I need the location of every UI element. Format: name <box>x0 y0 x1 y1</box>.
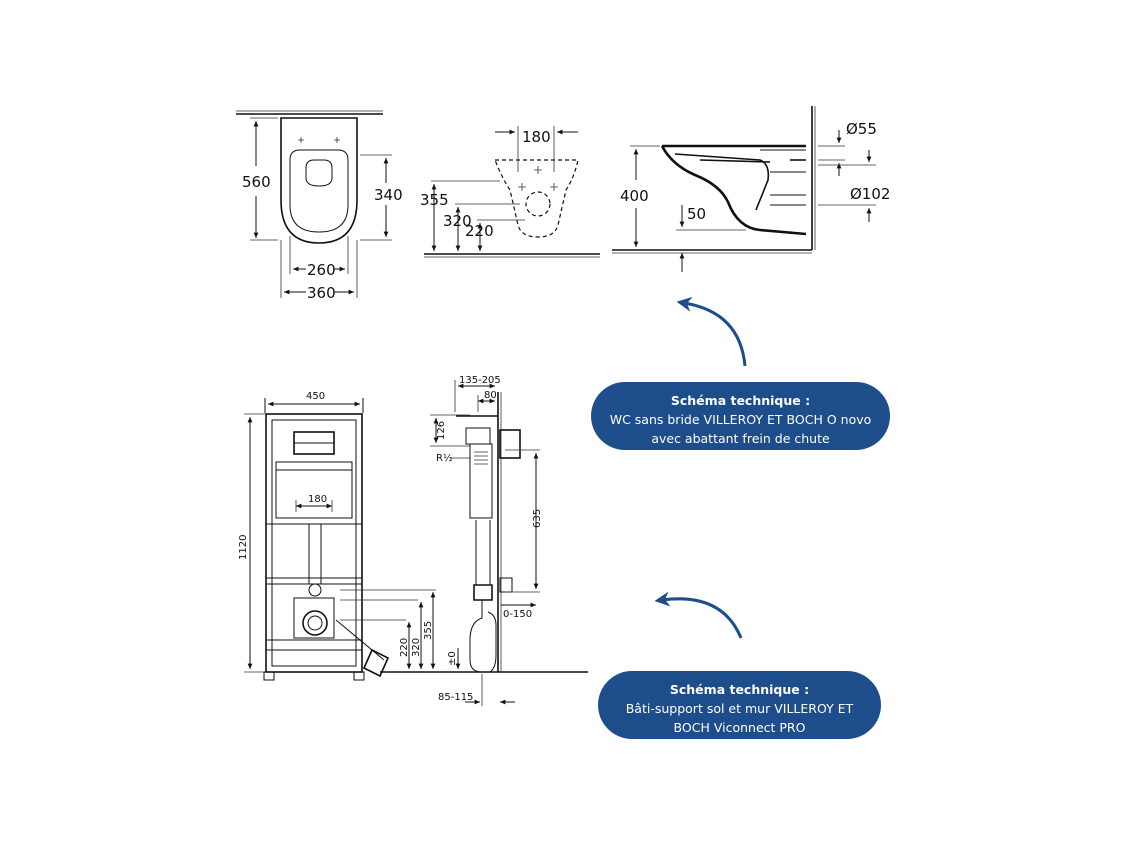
dim-180-frame: 180 <box>308 494 327 505</box>
dim-360: 360 <box>307 284 336 302</box>
label-r-half: R½ <box>436 452 453 464</box>
callout-frame-body: Bâti-support sol et mur VILLEROY ET BOCH… <box>625 701 854 735</box>
dim-560: 560 <box>242 173 271 191</box>
callout-wc-body: WC sans bride VILLEROY ET BOCH O novo av… <box>609 412 872 446</box>
dim-635: 635 <box>532 509 543 528</box>
dim-80: 80 <box>484 390 497 401</box>
curved-arrow-icon <box>676 296 747 367</box>
dim-135-205: 135-205 <box>459 375 501 386</box>
callout-frame: Schéma technique : Bâti-support sol et m… <box>598 671 881 739</box>
frame-front-view: 450 1120 180 <box>238 391 436 681</box>
dim-d55: Ø55 <box>846 120 877 138</box>
dim-126: 126 <box>436 421 447 440</box>
dim-355-wc: 355 <box>420 191 449 209</box>
callout-frame-title: Schéma technique : <box>669 682 810 697</box>
dim-0-150: 0-150 <box>503 609 532 620</box>
dim-320-frame: 320 <box>411 638 422 657</box>
dim-zero: ±0 <box>447 651 458 666</box>
dim-320-wc: 320 <box>443 212 472 230</box>
wc-side-view: 400 50 Ø55 Ø102 <box>612 106 890 272</box>
dim-180-wc: 180 <box>522 128 551 146</box>
dim-50-wc: 50 <box>687 205 706 223</box>
curved-arrow-icon <box>654 591 743 639</box>
frame-side-view: 135-205 80 126 R½ 635 0-150 ±0 85-115 <box>380 375 588 706</box>
dim-450: 450 <box>306 391 325 402</box>
dim-355-frame: 355 <box>423 621 434 640</box>
dim-400-wc: 400 <box>620 187 649 205</box>
dim-d102: Ø102 <box>850 185 890 203</box>
dim-220-wc: 220 <box>465 222 494 240</box>
dim-1120: 1120 <box>238 535 249 560</box>
callout-wc-title: Schéma technique : <box>670 393 811 408</box>
dim-220-frame: 220 <box>399 638 410 657</box>
wc-plan-view: 560 340 260 360 <box>236 110 403 302</box>
callout-wc: Schéma technique : WC sans bride VILLERO… <box>591 382 890 450</box>
dim-260: 260 <box>307 261 336 279</box>
dim-340: 340 <box>374 186 403 204</box>
dim-85-115: 85-115 <box>438 692 473 703</box>
wc-rear-view: 180 355 320 220 <box>420 126 600 258</box>
